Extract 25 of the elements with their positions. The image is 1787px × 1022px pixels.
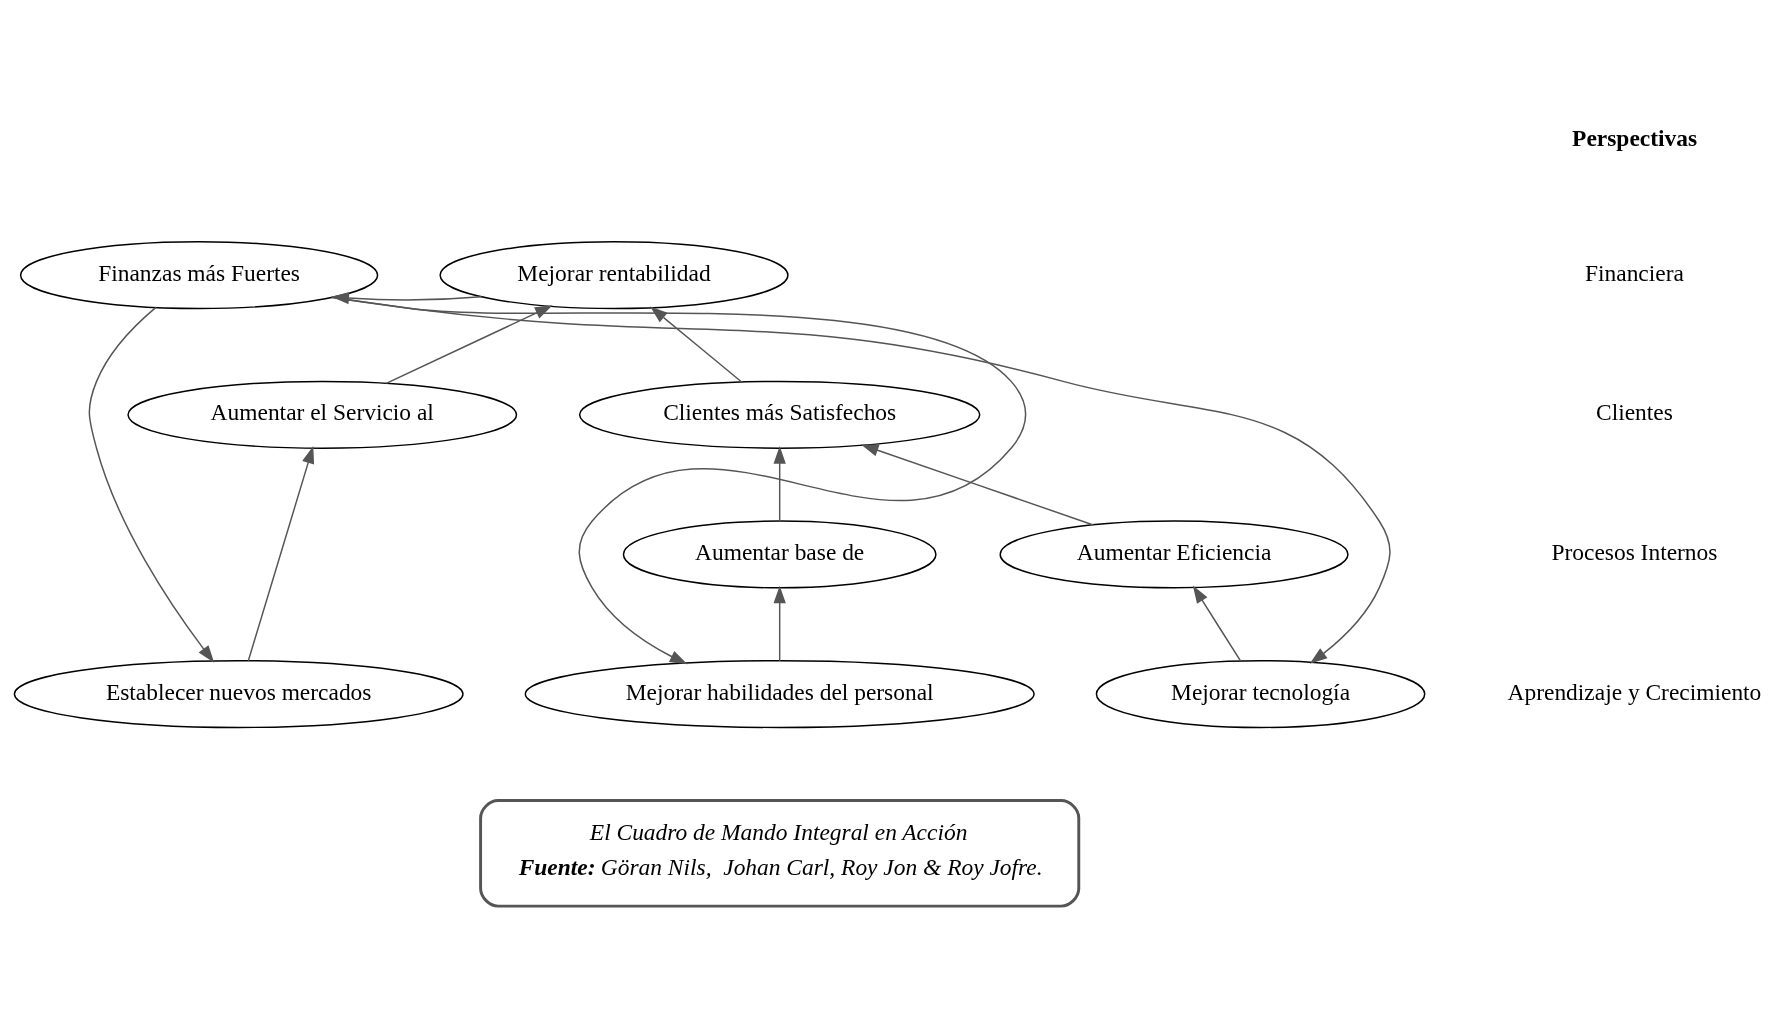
arrow bbox=[88, 306, 215, 663]
label: Clientes bbox=[1596, 399, 1673, 426]
label: Procesos Internos bbox=[1551, 539, 1718, 566]
label: Financiera bbox=[1584, 259, 1684, 286]
arrow bbox=[773, 585, 786, 662]
arrow bbox=[247, 445, 315, 662]
arrow bbox=[330, 296, 1391, 664]
node-ellipse: Aumentar Eficiencia bbox=[999, 520, 1349, 589]
label: Aprendizaje y Crecimiento bbox=[1507, 678, 1762, 705]
arrow bbox=[385, 305, 553, 385]
arrow bbox=[650, 306, 743, 383]
node-box: El Cuadro de Mando Integral en Acción Fuente: Göran Nils, Johan Carl, Roy Jon & Roy Jofre. bbox=[479, 799, 1081, 908]
node-ellipse: Clientes más Satisfechos bbox=[578, 380, 981, 449]
node-ellipse: Mejorar tecnología bbox=[1095, 660, 1426, 729]
node-ellipse: Mejorar habilidades del personal bbox=[524, 660, 1035, 729]
arrow bbox=[773, 446, 786, 522]
arrow bbox=[1192, 585, 1242, 662]
node-ellipse: Establecer nuevos mercados bbox=[13, 660, 464, 729]
node-ellipse: Finanzas más Fuertes bbox=[19, 241, 379, 310]
arrow bbox=[331, 291, 483, 305]
node-ellipse: Mejorar rentabilidad bbox=[439, 241, 789, 310]
node-ellipse: Aumentar base de bbox=[622, 520, 937, 589]
arrow bbox=[860, 444, 1095, 526]
node-ellipse: Aumentar el Servicio al bbox=[127, 380, 518, 449]
label: Perspectivas bbox=[1572, 125, 1698, 152]
